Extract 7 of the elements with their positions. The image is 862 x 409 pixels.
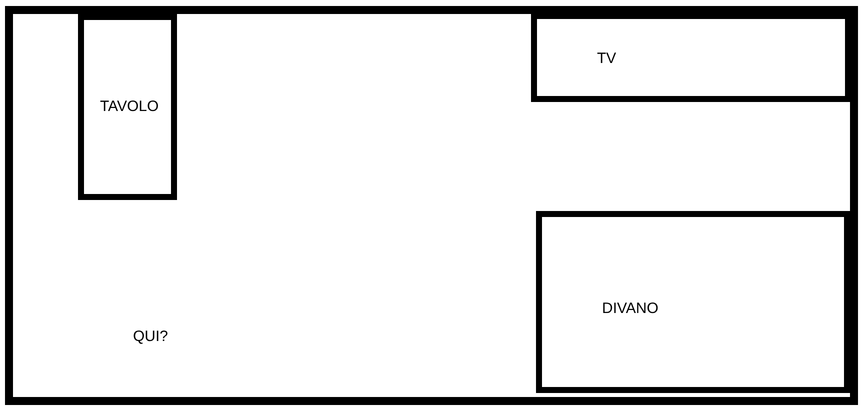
furniture-label: DIVANO [602,301,658,316]
furniture-label: TAVOLO [100,99,159,114]
room-label: QUI? [133,329,168,344]
sofa-outline [536,211,850,393]
table-outline [78,14,177,200]
room-outline [5,6,858,405]
furniture-label: TV [597,51,616,66]
